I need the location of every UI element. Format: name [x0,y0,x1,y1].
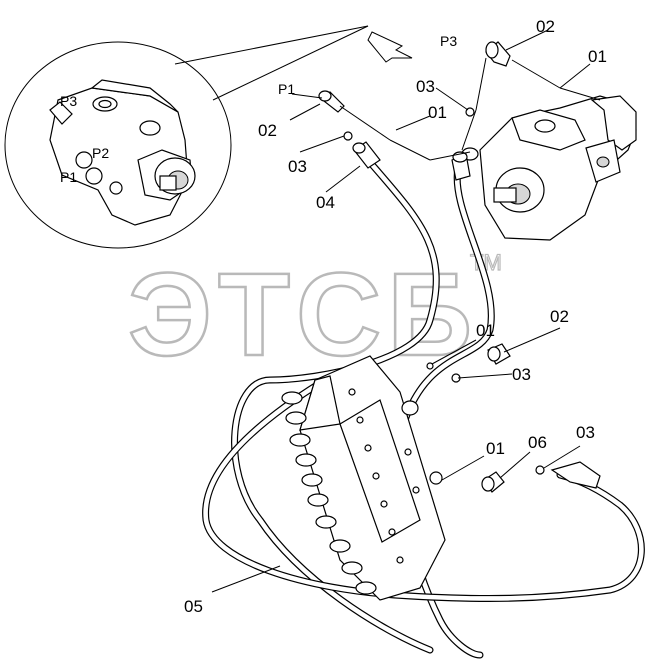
callout-02: 02 [550,307,569,326]
leader-lines [211,29,601,593]
arrow-icon [367,31,413,63]
callout-03: 03 [576,423,595,442]
callout-06: 06 [528,433,547,452]
p1-straight-fitting [318,90,345,113]
o-ring [535,465,545,475]
callout-01: 01 [588,47,607,66]
hydraulic-pump [461,95,637,241]
callout-01: 01 [428,103,447,122]
callout-03: 03 [416,77,435,96]
fitting-02-valve [487,343,511,365]
watermark: ЭТСБ TM [127,248,503,383]
callout-labels: 02 01 03 01 02 03 04 01 02 03 01 06 03 0… [184,17,607,616]
callout-01: 01 [486,439,505,458]
o-ring [343,131,353,141]
callout-04: 04 [316,193,335,212]
o-ring [426,362,434,370]
callout-03: 03 [512,365,531,384]
callout-03: 03 [288,157,307,176]
inset-port-p2-label: P2 [92,145,109,161]
callout-05: 05 [184,597,203,616]
hose-05 [202,376,645,602]
control-valve-block [281,355,446,601]
pump-p3-elbow-fitting [485,41,511,67]
pump-port-p1-label: P1 [278,81,295,97]
watermark-text: ЭТСБ [128,249,478,381]
inset-pump-drawing [49,79,196,226]
fitting-06 [481,471,505,493]
callout-01: 01 [476,321,495,340]
inset-detail-view: P3 P2 P1 [4,25,413,249]
callout-02: 02 [536,17,555,36]
hose-end-fitting [451,151,471,181]
hose-end-fitting [352,141,381,169]
inset-port-p1-label: P1 [60,169,77,185]
pump-port-p3-label: P3 [440,33,457,49]
hose-04 [231,156,440,654]
callout-02: 02 [258,121,277,140]
inset-port-p3-label: P3 [60,93,77,109]
hose-end-fitting [550,461,601,489]
